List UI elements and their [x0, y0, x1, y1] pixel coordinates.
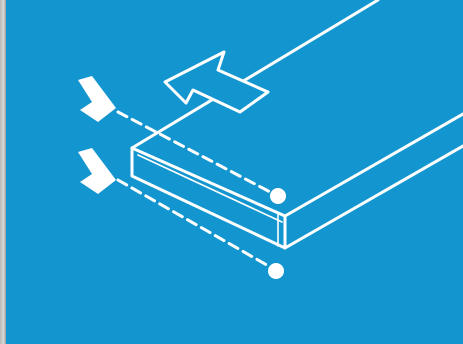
guide-line-lower: [116, 178, 274, 270]
card-top-front-edge: [130, 146, 287, 218]
chevron-arrow-icon: [78, 148, 116, 194]
arrow-icon: [163, 50, 270, 114]
chevron-arrow-icon: [78, 76, 116, 122]
card-top-right-edge: [283, 112, 463, 218]
dot-icon: [268, 263, 284, 279]
card-bottom-right-edge: [283, 144, 463, 250]
card-front-face: [130, 146, 287, 250]
page-edge: [0, 0, 6, 344]
dot-icon: [270, 188, 286, 204]
guide-line-upper: [116, 110, 274, 195]
card-top-back-edge: [130, 0, 380, 150]
card-front-inner-line: [137, 154, 283, 223]
